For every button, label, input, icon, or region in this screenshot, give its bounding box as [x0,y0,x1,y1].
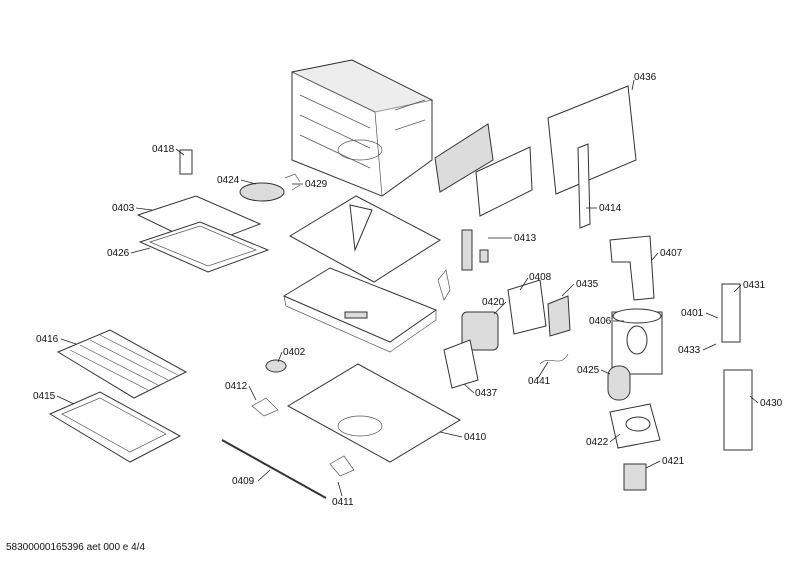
part-label-0409: 0409 [232,476,255,487]
small-plate-drawing [179,149,193,175]
part-label-0403: 0403 [112,203,135,214]
cover-strip-drawing [547,295,571,337]
part-label-0408: 0408 [529,272,552,283]
grill-rack-drawing [56,329,188,399]
rear-cover-drawing [475,146,533,217]
part-label-0418: 0418 [152,144,175,155]
part-label-0441: 0441 [528,376,551,387]
fan-motor-drawing [623,463,647,491]
bottom-plate-drawing [286,363,462,463]
hinge-clip-drawing [329,455,355,477]
part-label-0433: 0433 [678,345,701,356]
part-label-0421: 0421 [662,456,685,467]
part-label-0414: 0414 [599,203,622,214]
part-label-0424: 0424 [217,175,240,186]
drip-tray-drawing [282,267,438,343]
part-label-0413: 0413 [514,233,537,244]
fan-housing-drawing [611,308,663,375]
power-board-drawing [723,369,753,451]
motor-drawing [461,311,499,351]
part-label-0430: 0430 [760,398,783,409]
control-board-drawing [721,283,741,343]
part-label-0426: 0426 [107,248,130,259]
part-label-0422: 0422 [586,437,609,448]
part-label-0435: 0435 [576,279,599,290]
side-rail-drawing [577,143,591,229]
part-label-0407: 0407 [660,248,683,259]
sensor-drawing [265,359,287,373]
latch-drawing [251,397,279,417]
part-label-0406: 0406 [589,316,612,327]
top-plate-drawing [288,195,441,283]
bracket-drawing [239,182,285,202]
fan-housing-bracket-drawing [609,235,655,301]
clip-drawing [284,173,301,191]
mesh-panel-drawing [434,123,494,193]
part-label-0416: 0416 [36,334,59,345]
part-label-0437: 0437 [475,388,498,399]
part-label-0431: 0431 [743,280,766,291]
part-label-0415: 0415 [33,391,56,402]
rod-drawing [221,439,327,499]
part-label-0402: 0402 [283,347,306,358]
mount-bracket-drawing [507,279,547,335]
wire-drawing [539,353,569,365]
leader-lines [56,79,759,497]
document-footer-code: 58300000165396 aet 000 e 4/4 [6,542,146,553]
part-label-0412: 0412 [225,381,248,392]
hinge-bracket-drawing [437,229,489,301]
gasket-frame-drawing [138,221,270,273]
part-label-0420: 0420 [482,297,505,308]
part-label-0425: 0425 [577,365,600,376]
baking-tray-drawing [48,391,182,463]
part-label-0411: 0411 [332,497,354,508]
part-label-0436: 0436 [634,72,657,83]
part-label-0429: 0429 [305,179,328,190]
oven-cavity-drawing [290,59,434,197]
fan-wheel-drawing [607,365,631,401]
duct-drawing [443,339,479,389]
part-label-0401: 0401 [681,308,704,319]
rear-panel-drawing [547,85,637,195]
part-label-0410: 0410 [464,432,487,443]
